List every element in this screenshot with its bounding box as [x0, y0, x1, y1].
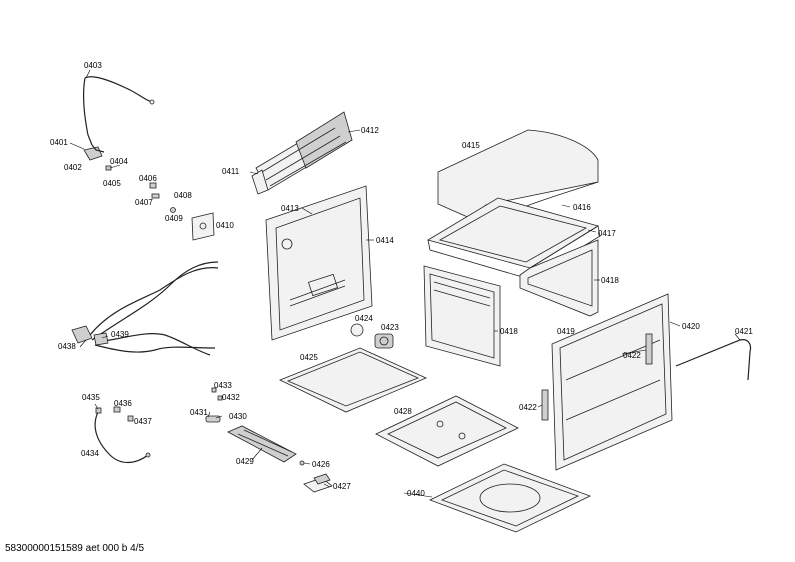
label-0418-side: 0418 [601, 276, 619, 285]
label-0428: 0428 [394, 407, 412, 416]
label-0416: 0416 [573, 203, 591, 212]
part-0401-0402-bracket [83, 144, 105, 161]
label-0435: 0435 [82, 393, 100, 402]
part-0440-base-plate [428, 463, 592, 533]
label-0439: 0439 [111, 330, 129, 339]
label-0420: 0420 [682, 322, 700, 331]
part-0433 [211, 387, 217, 393]
label-0404: 0404 [110, 157, 128, 166]
label-0434: 0434 [81, 449, 99, 458]
label-0418-front: 0418 [500, 327, 518, 336]
label-0408: 0408 [174, 191, 192, 200]
part-0403-cable [82, 76, 155, 146]
label-0438: 0438 [58, 342, 76, 351]
part-0409 [170, 207, 176, 213]
label-0425: 0425 [300, 353, 318, 362]
part-0419-side-panel [551, 293, 673, 471]
leader-lines [69, 69, 741, 498]
label-0407: 0407 [135, 198, 153, 207]
label-0414: 0414 [376, 236, 394, 245]
label-0426: 0426 [312, 460, 330, 469]
label-0430: 0430 [229, 412, 247, 421]
label-0403: 0403 [84, 61, 102, 70]
label-0401: 0401 [50, 138, 68, 147]
label-0406: 0406 [139, 174, 157, 183]
part-0432 [217, 395, 223, 401]
part-labels: 0403 0401 0402 0404 0405 0406 0407 0408 … [50, 61, 753, 498]
part-0414-rear-panel [265, 185, 373, 341]
label-0436: 0436 [114, 399, 132, 408]
document-footer-code: 58300000151589 aet 000 b 4/5 [5, 543, 145, 554]
label-0432: 0432 [222, 393, 240, 402]
label-0413: 0413 [281, 204, 299, 213]
label-0422-left: 0422 [519, 403, 537, 412]
part-0426 [299, 460, 305, 466]
label-0411: 0411 [222, 167, 240, 176]
part-0439-wiring-harness [71, 261, 219, 356]
label-0417: 0417 [598, 229, 616, 238]
part-0422-rail-left [541, 389, 549, 421]
part-0423-motor [374, 333, 394, 349]
part-0427-switch [303, 473, 333, 493]
part-0418-front-frame [423, 265, 501, 367]
part-0421-rod [675, 339, 752, 381]
part-0406 [149, 182, 157, 189]
part-0424-lamp [350, 323, 364, 337]
label-0429: 0429 [236, 457, 254, 466]
part-0410-plate [191, 212, 215, 241]
label-0405: 0405 [103, 179, 121, 188]
part-0429-heating-element [227, 425, 297, 463]
label-0421: 0421 [735, 327, 753, 336]
label-0431: 0431 [190, 408, 208, 417]
part-0436 [113, 406, 121, 413]
part-0425-bottom-tray [279, 347, 427, 413]
part-0411-0412-rear-heat-shield [251, 111, 353, 195]
label-0419: 0419 [557, 327, 575, 336]
label-0410: 0410 [216, 221, 234, 230]
label-0433: 0433 [214, 381, 232, 390]
label-0415: 0415 [462, 141, 480, 150]
part-0407 [151, 193, 160, 199]
part-0418-side-frame [519, 239, 599, 317]
label-0422-right: 0422 [623, 351, 641, 360]
label-0437: 0437 [134, 417, 152, 426]
part-0422-rail [645, 333, 653, 365]
part-0434-cable [94, 407, 151, 464]
part-0437 [127, 415, 134, 422]
label-0424: 0424 [355, 314, 373, 323]
part-0428-oven-floor [375, 395, 519, 467]
label-0412: 0412 [361, 126, 379, 135]
label-0402: 0402 [64, 163, 82, 172]
label-0440: 0440 [407, 489, 425, 498]
label-0409: 0409 [165, 214, 183, 223]
label-0427: 0427 [333, 482, 351, 491]
label-0423: 0423 [381, 323, 399, 332]
part-0430 [205, 415, 221, 423]
